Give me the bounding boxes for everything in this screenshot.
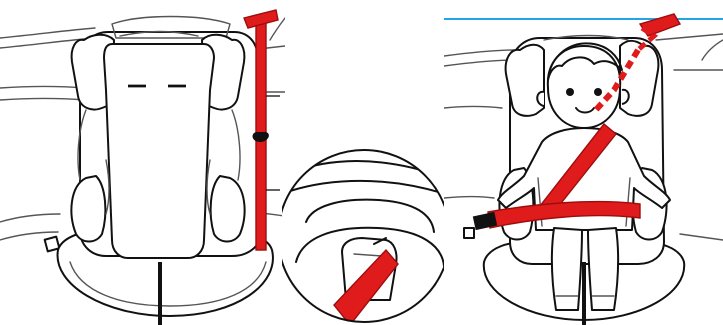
empty-seat-illustration <box>0 0 285 325</box>
child-in-seat-illustration <box>444 0 723 325</box>
child-eye-left <box>566 88 574 96</box>
panel-belt-guide-closeup <box>282 0 444 325</box>
child-leg-right <box>588 228 618 310</box>
seat-center-cushion <box>104 44 214 258</box>
side-pad-right <box>211 176 245 242</box>
buckle-connector-icon <box>464 228 474 238</box>
panel-empty-seat-with-belt <box>0 0 285 325</box>
blue-divider-line <box>444 18 723 20</box>
child-leg-left <box>552 228 582 310</box>
side-pad-left <box>71 176 105 242</box>
headrest-wing-left <box>506 45 544 116</box>
isofix-connector-icon <box>45 237 60 252</box>
child-eye-right <box>594 88 602 96</box>
panel-child-buckled-in <box>444 0 723 325</box>
belt-guide-closeup-illustration <box>282 0 444 325</box>
